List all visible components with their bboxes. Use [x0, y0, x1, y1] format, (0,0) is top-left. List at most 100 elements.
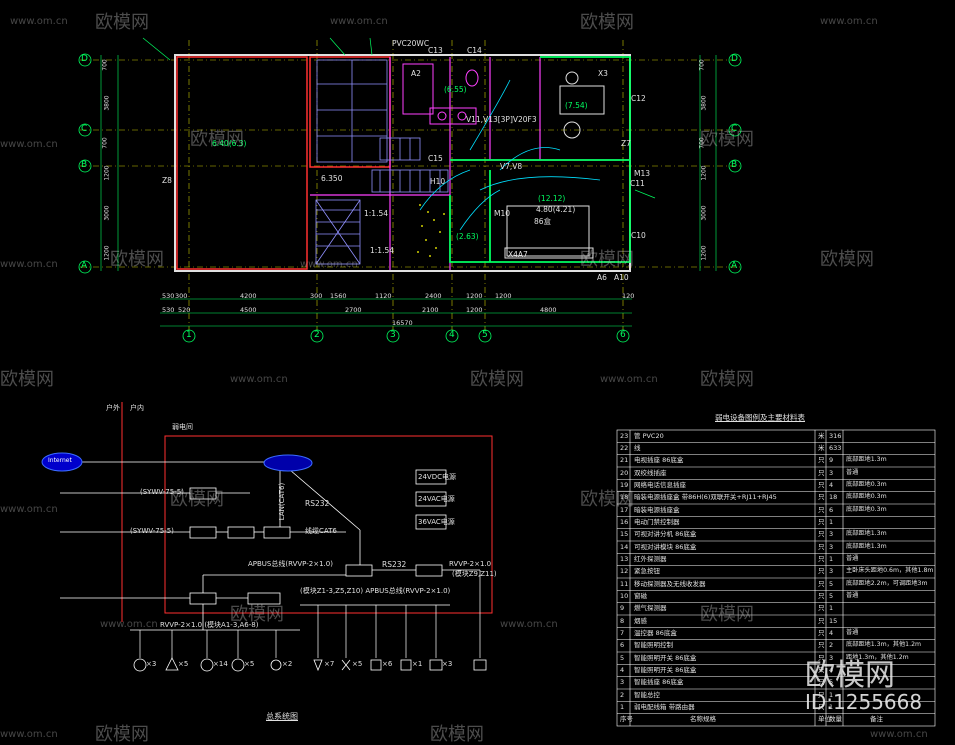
rs232-label-a: RS232: [305, 499, 330, 508]
table-row-1-no: 1: [620, 702, 625, 711]
table-row-11-unit: 只: [818, 579, 825, 588]
table-row-18-note: 底部距地0.3m: [846, 493, 887, 501]
table-row-11-name: 移动探测器及无线收发器: [634, 579, 706, 588]
dim-left-2: 700: [101, 137, 109, 149]
table-row-23-name: 管 PVC20: [634, 431, 664, 440]
table-row-21-no: 21: [620, 456, 629, 465]
table-row-13-no: 13: [620, 554, 629, 563]
table-row-3-no: 3: [620, 678, 625, 687]
table-row-6-no: 6: [620, 641, 625, 650]
table-row-19-unit: 只: [818, 480, 825, 489]
table-row-2-qty: 1: [829, 690, 834, 699]
table-row-23-unit: 米: [818, 431, 825, 440]
dim-left-5: 1200: [103, 245, 111, 261]
weak-box-label: 弱电间: [172, 423, 193, 431]
tv-cable-a: (SYWV-75-5): [140, 488, 184, 496]
grid-col-4: 4: [449, 330, 455, 340]
table-row-16-name: 电动门禁控制器: [634, 517, 680, 526]
dim-right-1: 3800: [700, 95, 708, 111]
legend-count-5: ×7: [324, 660, 335, 668]
dim-top-5: 1120: [375, 292, 392, 300]
plan-label-r6: C15: [428, 154, 443, 163]
table-row-8-qty: 15: [829, 616, 838, 625]
table-row-2-name: 智能总控: [634, 690, 660, 699]
table-row-12-unit: 只: [818, 567, 825, 576]
table-row-9-unit: 只: [818, 604, 825, 613]
table-row-4-qty: 4: [829, 665, 834, 674]
rvvp-label-a: RVVP-2×1.0: [449, 560, 492, 568]
table-header-3: 数量: [829, 715, 842, 724]
dim-top-9: 120: [622, 292, 635, 300]
table-row-1-name: 弱电配线箱 带路由器: [634, 702, 695, 711]
dim-right-4: 3000: [700, 205, 708, 221]
table-row-6-note: 底部距地1.3m，其他1.2m: [846, 641, 922, 649]
plan-label-r9: H10: [430, 177, 446, 186]
plan-label-r3: V11,V13[3P]V20F3: [466, 115, 537, 124]
table-row-10-unit: 只: [818, 591, 825, 600]
table-row-11-no: 11: [620, 579, 629, 588]
plan-label-r8: Z8: [162, 176, 172, 185]
rvvp-label-c: RVVP-2×1.0 (模块A1-3,A6-8): [160, 621, 259, 629]
grid-col-6: 6: [620, 330, 626, 340]
grid-row-left-A: A: [81, 261, 88, 271]
dim-top-6: 2400: [425, 292, 442, 300]
table-header-4: 备注: [870, 715, 883, 724]
plan-label-r24: 86盒: [534, 217, 552, 226]
dim-right-2: 700: [698, 137, 706, 149]
table-row-12-name: 紧急按钮: [634, 567, 660, 576]
table-row-16-qty: 1: [829, 517, 834, 526]
plan-label-r18: C11: [630, 179, 645, 188]
table-row-20-unit: 只: [818, 468, 825, 477]
table-row-6-unit: 只: [818, 641, 825, 650]
table-row-1-qty: 1: [829, 702, 834, 711]
legend-count-0: ×3: [146, 660, 157, 668]
table-row-2-no: 2: [620, 690, 625, 699]
table-row-6-qty: 2: [829, 641, 834, 650]
legend-count-4: ×2: [282, 660, 293, 668]
table-row-5-no: 5: [620, 653, 625, 662]
table-row-10-note: 普通: [846, 591, 859, 599]
plan-label-r13: X4A7: [508, 250, 528, 259]
table-row-14-unit: 只: [818, 542, 825, 551]
table-row-22-unit: 米: [818, 443, 825, 452]
table-row-23-qty: 316: [829, 431, 842, 440]
legend-count-2: ×14: [213, 660, 228, 668]
outside-label: 户外: [106, 404, 120, 412]
plan-label-c14: C14: [467, 46, 482, 55]
rvvp-label-b: (模块Z9,Z11): [452, 570, 497, 578]
table-row-3-name: 智能插座 86底盒: [634, 678, 684, 687]
tv-cable-b: (SYWV-75-5): [130, 527, 174, 535]
plan-label-r10: (12.12): [538, 194, 566, 203]
table-row-15-name: 可视对讲分机 86底盒: [634, 530, 697, 539]
table-row-12-note: 主卧床头距地0.6m，其他1.8m: [846, 567, 934, 575]
table-row-11-note: 底部距地2.2m，可调距地3m: [846, 579, 928, 587]
grid-row-right-D: D: [731, 54, 738, 64]
power-24vdc: 24VDC电源: [418, 473, 456, 481]
table-row-8-no: 8: [620, 616, 625, 625]
table-row-19-note: 底部距地0.3m: [846, 480, 887, 488]
legend-count-1: ×5: [178, 660, 189, 668]
inside-label: 户内: [130, 404, 144, 412]
table-row-21-unit: 只: [818, 456, 825, 465]
grid-col-5: 5: [482, 330, 488, 340]
table-row-13-qty: 1: [829, 554, 834, 563]
plan-label-r19: C10: [631, 231, 646, 240]
legend-count-3: ×5: [244, 660, 255, 668]
table-row-12-no: 12: [620, 567, 629, 576]
table-row-18-no: 18: [620, 493, 629, 502]
table-row-4-name: 智能照明开关 86底盒: [634, 665, 697, 674]
grid-row-right-A: A: [731, 261, 738, 271]
table-row-7-name: 温控器 86底盒: [634, 628, 677, 637]
table-row-17-unit: 只: [818, 505, 825, 514]
table-row-14-name: 可视对讲模块 86底盒: [634, 542, 697, 551]
legend-count-7: ×6: [382, 660, 393, 668]
table-row-22-no: 22: [620, 443, 629, 452]
plan-label-r2: (7.54): [565, 101, 588, 110]
dim-top-4: 1560: [330, 292, 347, 300]
plan-label-r1: (6.55): [444, 85, 467, 94]
dim-mid-3: 2700: [345, 306, 362, 314]
table-title: 弱电设备图例及主要材料表: [715, 413, 805, 422]
floor-plan: [78, 37, 742, 343]
